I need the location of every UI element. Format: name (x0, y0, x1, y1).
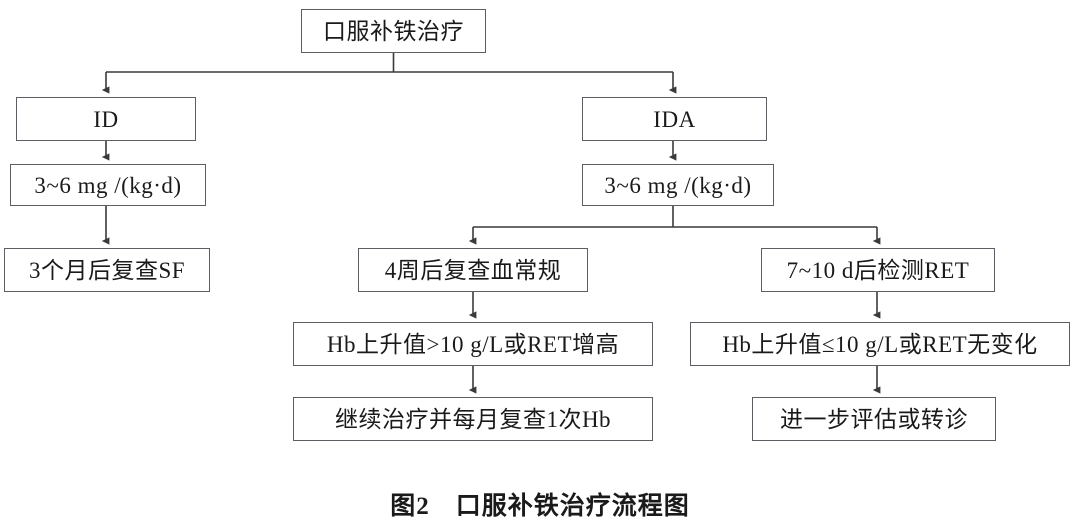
node-id-dose-label: 3~6 mg /(kg·d) (34, 172, 182, 198)
node-hb-rise-gt-label: Hb上升值>10 g/L或RET增高 (326, 331, 620, 357)
node-refer-label: 进一步评估或转诊 (780, 406, 968, 432)
node-hb-rise-gt[interactable]: Hb上升值>10 g/L或RET增高 (293, 322, 653, 366)
node-root[interactable]: 口服补铁治疗 (301, 9, 486, 53)
node-continue-tx[interactable]: 继续治疗并每月复查1次Hb (293, 397, 653, 441)
node-refer[interactable]: 进一步评估或转诊 (752, 397, 996, 441)
node-continue-tx-label: 继续治疗并每月复查1次Hb (334, 406, 612, 432)
figure-caption: 图2 口服补铁治疗流程图 (390, 493, 690, 520)
node-id-label: ID (93, 106, 119, 132)
node-id-dose[interactable]: 3~6 mg /(kg·d) (10, 164, 206, 206)
node-id-followup[interactable]: 3个月后复查SF (4, 248, 210, 292)
node-id-followup-label: 3个月后复查SF (28, 257, 186, 283)
node-ida-dose-label: 3~6 mg /(kg·d) (604, 172, 752, 198)
node-hb-rise-le[interactable]: Hb上升值≤10 g/L或RET无变化 (690, 322, 1070, 366)
node-ida[interactable]: IDA (582, 97, 767, 141)
node-id[interactable]: ID (16, 97, 196, 141)
node-ret-7-10d[interactable]: 7~10 d后检测RET (761, 248, 995, 292)
node-cbc-4w-label: 4周后复查血常规 (384, 257, 562, 283)
node-root-label: 口服补铁治疗 (323, 18, 464, 44)
node-hb-rise-le-label: Hb上升值≤10 g/L或RET无变化 (722, 331, 1038, 357)
node-cbc-4w[interactable]: 4周后复查血常规 (358, 248, 588, 292)
node-ida-label: IDA (653, 106, 696, 132)
node-ret-7-10d-label: 7~10 d后检测RET (786, 257, 970, 283)
node-ida-dose[interactable]: 3~6 mg /(kg·d) (582, 164, 774, 206)
